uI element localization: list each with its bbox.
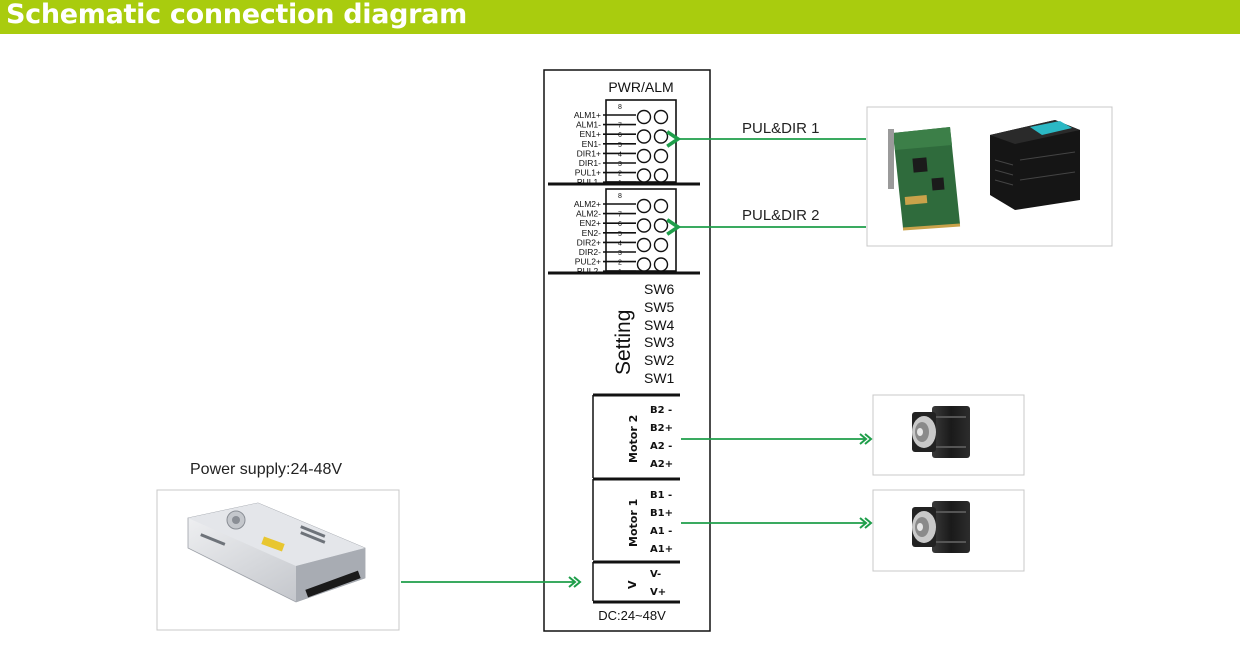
pin-number: 5 xyxy=(618,142,622,149)
b1-minus-pin: B1 - xyxy=(650,490,672,501)
sw3-label: SW3 xyxy=(644,334,675,350)
pin-number: 8 xyxy=(618,104,622,111)
signal-label-1: PUL&DIR 1 xyxy=(742,120,820,137)
stepper-motor-icon xyxy=(912,406,970,458)
pwr-alm-label: PWR/ALM xyxy=(608,79,673,95)
terminal-screw xyxy=(636,218,652,233)
terminal-screw xyxy=(636,257,652,272)
setting-section: Setting SW6 SW5 SW4 SW3 SW2 SW1 xyxy=(612,281,675,386)
motor2-terminal: Motor 2 B2 - B2+ A2 - A2+ xyxy=(592,393,680,478)
plc-controller-icon xyxy=(888,120,1080,231)
sw1-label: SW1 xyxy=(644,370,675,386)
stepper-motor-icon xyxy=(912,501,970,553)
pin-label: EN1+ xyxy=(580,129,602,139)
arrow-power xyxy=(568,576,582,588)
page-title: Schematic connection diagram xyxy=(6,0,467,30)
power-v-label: V xyxy=(626,580,639,589)
pin-number: 3 xyxy=(618,250,622,257)
a1-minus-pin: A1 - xyxy=(650,526,672,537)
terminal-screw xyxy=(636,168,652,183)
pin-label: PUL2+ xyxy=(575,257,601,267)
pin-label: EN2+ xyxy=(580,218,602,228)
dc-voltage-label: DC:24~48V xyxy=(598,608,666,623)
motor2-frame xyxy=(872,394,1025,476)
arrow-motor-1 xyxy=(859,517,873,529)
header-banner: Schematic connection diagram xyxy=(0,0,1240,34)
power-terminal: V V- V+ xyxy=(592,560,680,604)
pin-label: ALM1- xyxy=(576,120,601,130)
motor2-label: Motor 2 xyxy=(627,415,640,463)
pin-label: EN2- xyxy=(582,228,602,238)
pin-label: PUL1+ xyxy=(575,168,601,178)
terminal-screw xyxy=(653,129,669,144)
terminal-screw xyxy=(636,109,652,125)
a2-minus-pin: A2 - xyxy=(650,441,672,452)
terminal-screw xyxy=(653,198,669,214)
pin-number: 7 xyxy=(618,123,622,130)
motor1-terminal: Motor 1 B1 - B1+ A1 - A1+ xyxy=(592,477,680,560)
terminal-screw xyxy=(653,109,669,125)
a1-plus-pin: A1+ xyxy=(650,544,673,555)
pin-number: 6 xyxy=(618,132,622,139)
pin-label: DIR1- xyxy=(579,158,601,168)
sw5-label: SW5 xyxy=(644,299,675,315)
motor1-label: Motor 1 xyxy=(627,499,640,547)
pin-label: DIR1+ xyxy=(577,148,601,158)
pin-number: 4 xyxy=(618,151,622,158)
pin-number: 7 xyxy=(618,212,622,219)
pin-number: 2 xyxy=(618,260,622,267)
terminal-screw xyxy=(636,237,652,253)
pin-label: ALM2- xyxy=(576,209,601,219)
sw4-label: SW4 xyxy=(644,317,675,333)
terminal-screw xyxy=(653,168,669,183)
pin-number: 5 xyxy=(618,231,622,238)
sw2-label: SW2 xyxy=(644,352,675,368)
signal-wires xyxy=(401,130,866,583)
pin-number: 1 xyxy=(618,180,622,187)
wire-arrowheads xyxy=(568,433,873,588)
a2-plus-pin: A2+ xyxy=(650,459,673,470)
terminal-screw xyxy=(636,198,652,214)
setting-label: Setting xyxy=(612,310,635,375)
pin-label: DIR2- xyxy=(579,247,601,257)
driver-unit: PWR/ALM 8ALM1+ALM1-7EN1+6EN1-5DIR1+4DIR1… xyxy=(543,69,711,632)
pin-label: DIR2+ xyxy=(577,237,601,247)
pin-label: PUL2- xyxy=(577,266,601,276)
pin-label: ALM2+ xyxy=(574,199,601,209)
terminal-screw xyxy=(636,129,652,144)
b2-plus-pin: B2+ xyxy=(650,423,673,434)
v-plus-pin: V+ xyxy=(650,587,666,598)
motor1-frame xyxy=(872,489,1025,572)
terminal-screw xyxy=(653,148,669,164)
terminal-screw xyxy=(653,257,669,272)
pin-label: ALM1+ xyxy=(574,110,601,120)
pin-label: PUL1- xyxy=(577,177,601,187)
b1-plus-pin: B1+ xyxy=(650,508,673,519)
arrow-motor-2 xyxy=(859,433,873,445)
terminal-screw xyxy=(653,237,669,253)
signal-label-2: PUL&DIR 2 xyxy=(742,207,820,224)
pin-number: 4 xyxy=(618,240,622,247)
pin-number: 2 xyxy=(618,171,622,178)
pin-label: EN1- xyxy=(582,139,602,149)
controller-frame xyxy=(866,106,1113,247)
pin-number: 8 xyxy=(618,193,622,200)
power-supply-label: Power supply:24-48V xyxy=(190,461,342,478)
v-minus-pin: V- xyxy=(650,569,661,580)
terminal-screw xyxy=(636,148,652,164)
terminal-screw xyxy=(653,218,669,233)
pin-number: 1 xyxy=(618,269,622,276)
pin-number: 6 xyxy=(618,221,622,228)
sw6-label: SW6 xyxy=(644,281,675,297)
power-supply-frame xyxy=(156,489,400,631)
pin-number: 3 xyxy=(618,161,622,168)
b2-minus-pin: B2 - xyxy=(650,405,672,416)
power-supply-icon xyxy=(187,502,366,603)
